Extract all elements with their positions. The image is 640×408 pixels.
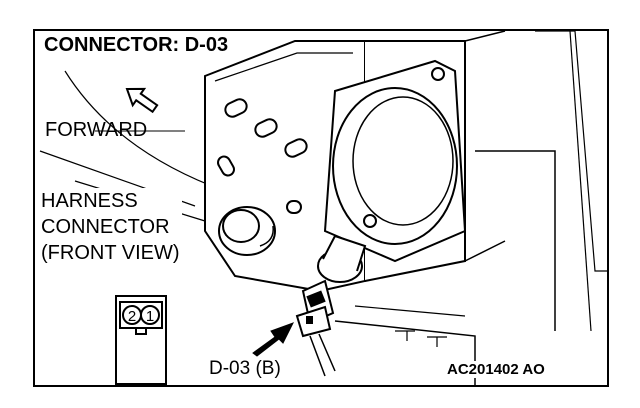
harness-label-line-1: HARNESS bbox=[41, 190, 138, 212]
forward-arrow-icon bbox=[125, 87, 159, 114]
body-contour-line bbox=[64, 70, 226, 192]
connector-id-label: D-03 (B) bbox=[207, 358, 283, 380]
actuator-neck bbox=[317, 234, 367, 283]
harness-connector-label: HARNESS CONNECTOR (FRONT VIEW) bbox=[39, 188, 182, 266]
pin-2-label: 2 bbox=[128, 308, 136, 325]
harness-label-line-3: (FRONT VIEW) bbox=[41, 242, 180, 264]
pin-1-terminal bbox=[140, 305, 160, 325]
pin-1-label: 1 bbox=[146, 308, 154, 325]
connector-pointer-arrow-icon bbox=[252, 322, 295, 357]
harness-connector-d03 bbox=[295, 279, 336, 377]
round-cover bbox=[323, 59, 467, 263]
component-illustration: 2 1 bbox=[39, 31, 607, 385]
mounting-knob bbox=[218, 206, 276, 256]
harness-label-line-2: CONNECTOR bbox=[41, 216, 170, 238]
connector-face-view: 2 1 bbox=[115, 295, 167, 385]
figure-code: AC201402 AO bbox=[445, 361, 547, 378]
diagram-frame: 2 1 CONNECTOR: D-03 FORWARD HARNESS CONN… bbox=[33, 29, 609, 387]
forward-label: FORWARD bbox=[45, 119, 148, 141]
diagram-title: CONNECTOR: D-03 bbox=[41, 34, 232, 57]
